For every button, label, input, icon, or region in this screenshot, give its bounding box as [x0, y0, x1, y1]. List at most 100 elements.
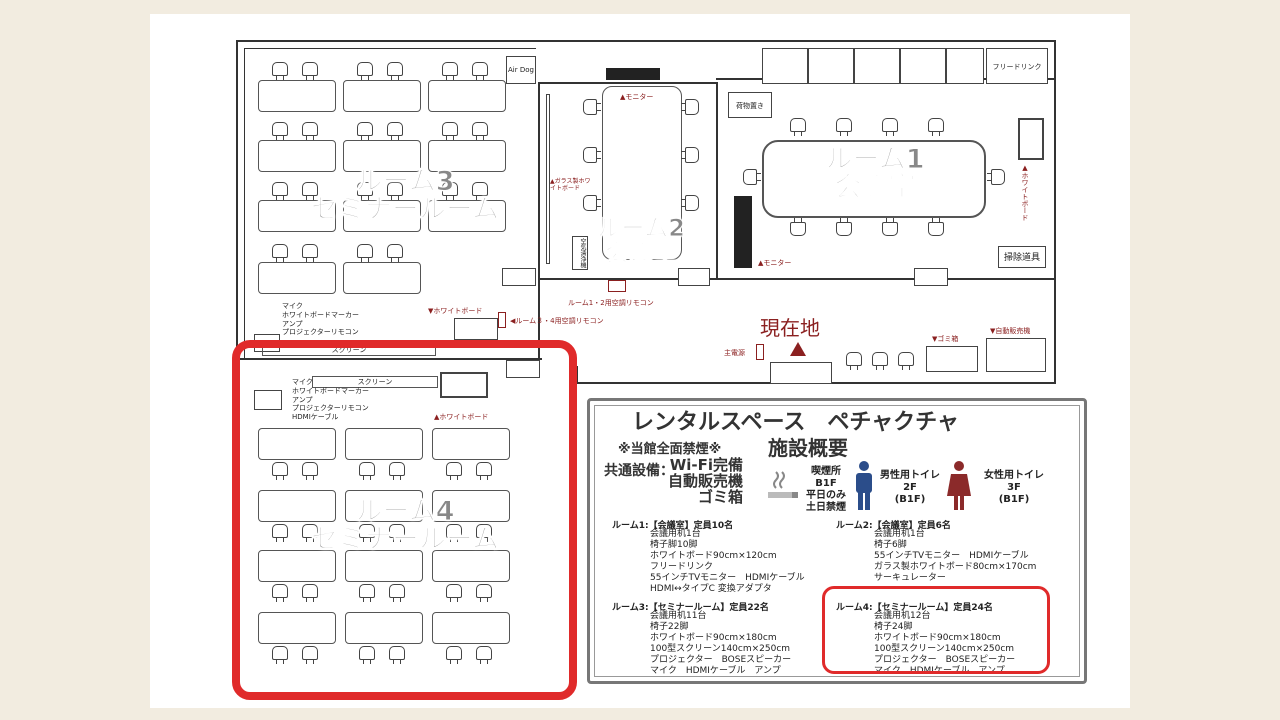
spec-line: 会議用机12台 [874, 611, 931, 621]
glass-whiteboard [546, 94, 550, 264]
room4-spec-heading: ルーム4:【セミナールーム】定員24名 [836, 603, 993, 613]
toilet-line: 3F [1007, 482, 1021, 493]
spec-line: 55インチTVモニター HDMIケーブル [874, 550, 1029, 561]
table [345, 550, 423, 582]
chair [476, 524, 492, 542]
spec-line: ホワイトボード90cm×120cm [650, 550, 777, 561]
chair [302, 584, 318, 602]
chair [583, 147, 597, 163]
circulator-icon [914, 268, 948, 286]
room2-monitor-label: ▲モニター [620, 93, 654, 101]
chair [928, 118, 944, 136]
spec-line: 椅子24脚 [874, 621, 913, 632]
spec-line: 100型スクリーン140cm×250cm [650, 643, 791, 654]
locker [854, 48, 900, 84]
table [432, 490, 510, 522]
room2-spec-heading: ルーム2:【会議室】定員6名 [836, 521, 951, 531]
chair [389, 462, 405, 480]
smoking-line: 土日禁煙 [806, 502, 846, 513]
room3-spec-heading: ルーム3:【セミナールーム】定員22名 [612, 603, 769, 613]
spec-line: HDMI↔タイプC 変換アダプタ [650, 583, 772, 594]
common-item: 自動販売機 [668, 471, 744, 490]
locker [946, 48, 984, 84]
wall-room3-room2 [538, 82, 540, 374]
room2-spec-list: 会議用机1台 椅子6脚 55インチTVモニター HDMIケーブル ガラス製ホワイ… [874, 529, 1036, 584]
chair [583, 195, 597, 211]
air-purifier: 空気清浄機 [572, 236, 588, 270]
spec-line: フリードリンク [650, 561, 714, 572]
equipment-item: HDMIケーブル [292, 413, 339, 421]
spec-line: 椅子脚10脚 [650, 539, 698, 550]
chair [790, 118, 806, 136]
spec-line: 椅子6脚 [874, 539, 907, 550]
glass-whiteboard-label: ▲ガラス製ホワイトボード [550, 178, 591, 193]
chair [472, 182, 488, 200]
room4-spec-list: 会議用机12台 椅子24脚 ホワイトボード90cm×180cm 100型スクリー… [874, 611, 1015, 677]
table [343, 80, 421, 112]
chair [446, 462, 462, 480]
chair [387, 244, 403, 262]
room1-label-line2: 会議室 [834, 172, 916, 204]
facility-info-panel [587, 398, 1087, 684]
table [432, 428, 510, 460]
chair [389, 646, 405, 664]
chair [389, 524, 405, 542]
chair [302, 122, 318, 140]
wall-room2-room1 [716, 82, 718, 280]
free-drink: フリードリンク [986, 48, 1048, 84]
chair [359, 646, 375, 664]
vending-machine [986, 338, 1046, 372]
wall-room3-room4 [236, 358, 542, 360]
room1-spec-heading: ルーム1:【会議室】定員10名 [612, 521, 734, 531]
table [258, 550, 336, 582]
room2-label-line2: 会議室 [605, 239, 678, 268]
spec-line: 100型スクリーン140cm×250cm [874, 643, 1015, 654]
chair [476, 462, 492, 480]
wall-top [236, 40, 1056, 42]
airdog-purifier: Air Dog [506, 56, 536, 84]
room1-monitor [734, 196, 752, 268]
room1-whiteboard [1018, 118, 1044, 160]
smoking-icon [766, 468, 800, 502]
chair [476, 584, 492, 602]
chair [836, 222, 852, 236]
spec-line: 会議用机1台 [874, 529, 925, 539]
trash-label: ▼ゴミ箱 [932, 335, 959, 343]
spec-line: 会議用机11台 [650, 611, 707, 621]
room4-label: ルーム4 セミナールーム [300, 497, 510, 555]
chair [898, 352, 914, 370]
table [345, 612, 423, 644]
room3-spec-list: 会議用机11台 椅子22脚 ホワイトボード90cm×180cm 100型スクリー… [650, 611, 791, 677]
chair [359, 584, 375, 602]
smoking-line: B1F [815, 478, 837, 489]
chair [442, 182, 458, 200]
common-equipment-label: 共通設備： [604, 463, 674, 479]
room1-label-line1: ルーム1 [825, 144, 925, 175]
wall-right [1054, 40, 1056, 382]
spec-line: ガラス製ホワイトボード80cm×170cm [874, 561, 1037, 572]
room2-monitor [606, 68, 660, 80]
chair [442, 62, 458, 80]
spec-line: マイク HDMIケーブル アンプ [650, 665, 781, 676]
current-location-label: 現在地 [760, 316, 820, 340]
circulator-icon [678, 268, 710, 286]
chair [882, 222, 898, 236]
whiteboard-room4-label: ▲ホワイトボード [434, 413, 489, 421]
equipment-item: プロジェクターリモコン [292, 404, 369, 413]
table [258, 200, 336, 232]
chair [387, 182, 403, 200]
chair [685, 195, 699, 211]
table [343, 262, 421, 294]
spec-line: プロジェクター BOSEスピーカー [650, 654, 792, 665]
room1-whiteboard-label: ▲ホワイトボード [1021, 164, 1029, 221]
room1-table [762, 140, 986, 218]
main-power-icon [756, 344, 764, 360]
equipment-item: ホワイトボードマーカー [282, 310, 359, 319]
chair [302, 244, 318, 262]
chair [442, 122, 458, 140]
smoking-area-info: 喫煙所 B1F 平日のみ 土日禁煙 [806, 466, 846, 514]
spec-line: ホワイトボード90cm×180cm [650, 632, 777, 643]
whiteboard-room3 [454, 318, 498, 340]
chair [446, 646, 462, 664]
wall-inner-left [244, 48, 245, 358]
